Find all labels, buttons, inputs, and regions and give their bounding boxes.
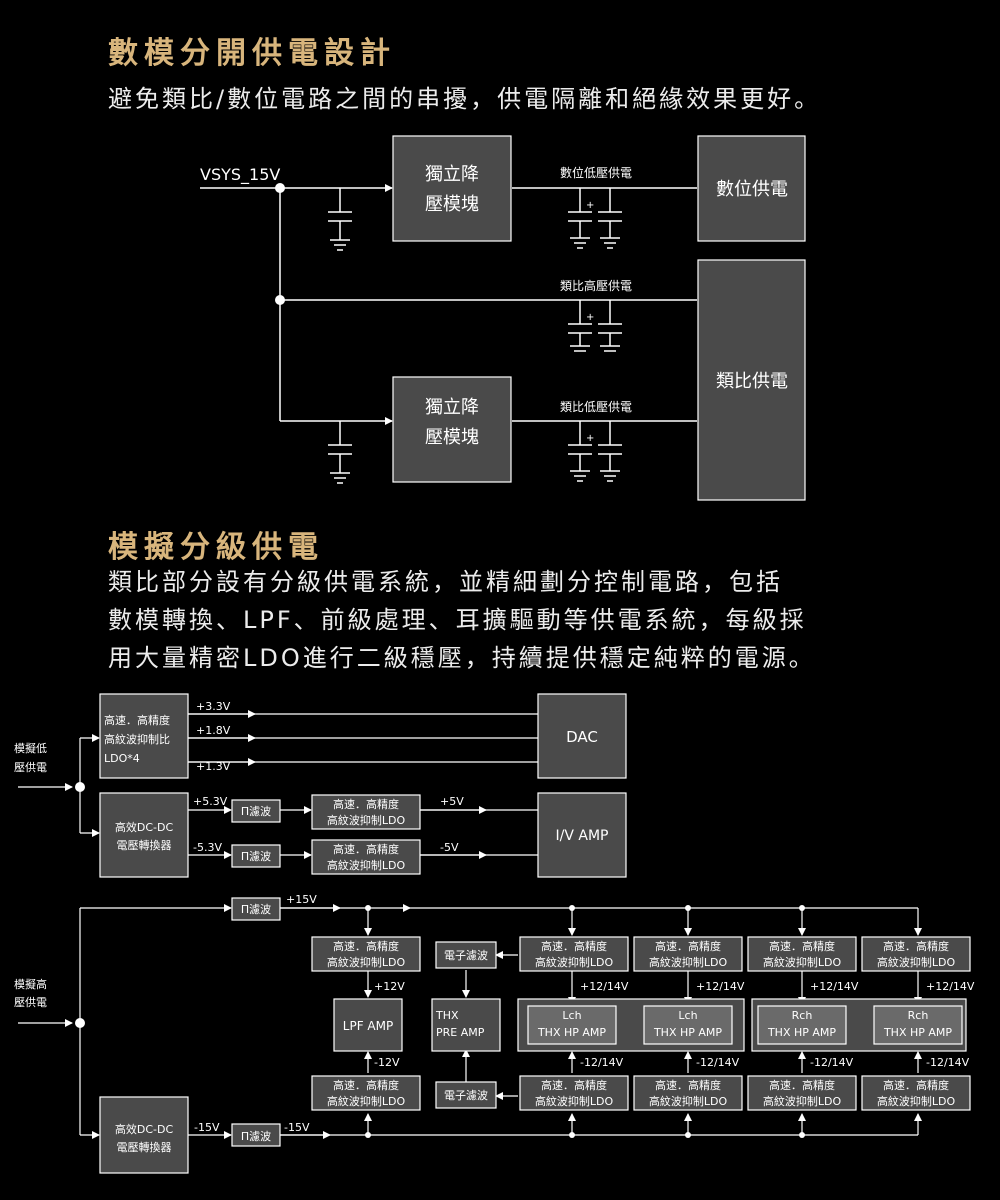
e-filter-top: 電子濾波 bbox=[444, 948, 488, 962]
pi-filter-3: Π濾波 bbox=[241, 902, 271, 916]
e-filter-bottom: 電子濾波 bbox=[444, 1088, 488, 1102]
ldo-bot-2-line1: 高速．高精度 bbox=[655, 1078, 721, 1092]
analog-supply-box: 類比供電 bbox=[716, 371, 788, 392]
ldo-p12-line2: 高紋波抑制LDO bbox=[327, 955, 406, 969]
v12p-label: +12V bbox=[374, 980, 405, 993]
ldo-top-3-line2: 高紋波抑制LDO bbox=[763, 955, 842, 969]
low-voltage-input-label-2: 壓供電 bbox=[14, 760, 47, 774]
ldo-top-4-line1: 高速．高精度 bbox=[883, 939, 949, 953]
hp-amp-1-ch: Lch bbox=[562, 1009, 581, 1022]
v1214n-label-2: -12/14V bbox=[696, 1056, 740, 1069]
v53n-label: -5.3V bbox=[193, 841, 222, 854]
v15n-label: -15V bbox=[194, 1121, 220, 1134]
ldo-top-3-line1: 高速．高精度 bbox=[769, 939, 835, 953]
dcdc-bottom-line1: 高效DC-DC bbox=[115, 1122, 174, 1136]
section1-description: 避免類比/數位電路之間的串擾，供電隔離和絕緣效果更好。 bbox=[108, 85, 822, 113]
ldo-top-1-line1: 高速．高精度 bbox=[541, 939, 607, 953]
pi-filter-1: Π濾波 bbox=[241, 804, 271, 818]
v15n-label-2: -15V bbox=[284, 1121, 310, 1134]
lpf-amp-box: LPF AMP bbox=[343, 1019, 393, 1033]
hp-amp-2-ch: Lch bbox=[678, 1009, 697, 1022]
ldo4-line3: LDO*4 bbox=[104, 752, 140, 765]
ldo-top-2-line2: 高紋波抑制LDO bbox=[649, 955, 728, 969]
section2-desc-line3: 用大量精密LDO進行二級穩壓，持續提供穩定純粹的電源。 bbox=[108, 644, 816, 672]
v1214p-label-1: +12/14V bbox=[580, 980, 629, 993]
svg-text:+: + bbox=[586, 312, 594, 323]
dcdc-bottom-line2: 電壓轉換器 bbox=[117, 1141, 172, 1154]
digital-low-label: 數位低壓供電 bbox=[560, 165, 632, 180]
tiered-power-diagram: 模擬低 壓供電 模擬高 壓供電 高速．高精度 高紋波抑制比 LDO*4 +3.3… bbox=[14, 693, 975, 1174]
hp-amp-3-ch: Rch bbox=[792, 1009, 813, 1022]
ldo-bot-1-line2: 高紋波抑制LDO bbox=[535, 1094, 614, 1108]
v1214p-label-2: +12/14V bbox=[696, 980, 745, 993]
hp-amp-2-label: THX HP AMP bbox=[653, 1026, 722, 1039]
v1214n-label-1: -12/14V bbox=[580, 1056, 624, 1069]
v33-label: +3.3V bbox=[196, 700, 231, 713]
v18-label: +1.8V bbox=[196, 724, 231, 737]
section2-desc-line2: 數模轉換、LPF、前級處理、耳擴驅動等供電系統，每級採 bbox=[108, 606, 807, 634]
dcdc-top-line1: 高效DC-DC bbox=[115, 820, 174, 834]
ldo-bot-3-line2: 高紋波抑制LDO bbox=[763, 1094, 842, 1108]
thx-pre-line1: THX bbox=[435, 1009, 459, 1022]
v1214n-label-3: -12/14V bbox=[810, 1056, 854, 1069]
hp-amp-3-label: THX HP AMP bbox=[767, 1026, 836, 1039]
ldo-n5-line2: 高紋波抑制LDO bbox=[327, 858, 406, 872]
analog-low-label: 類比低壓供電 bbox=[560, 400, 632, 414]
ldo-bot-3-line1: 高速．高精度 bbox=[769, 1078, 835, 1092]
ldo4-line2: 高紋波抑制比 bbox=[104, 732, 170, 746]
v5n-label: -5V bbox=[440, 841, 459, 854]
v1214p-label-3: +12/14V bbox=[810, 980, 859, 993]
dcdc-top-line2: 電壓轉換器 bbox=[117, 839, 172, 852]
high-voltage-input-label-2: 壓供電 bbox=[14, 995, 47, 1009]
section2-desc-line1: 類比部分設有分級供電系統，並精細劃分控制電路，包括 bbox=[108, 568, 783, 596]
analog-high-label: 類比高壓供電 bbox=[560, 278, 632, 293]
module-top-line2: 壓模塊 bbox=[425, 194, 479, 215]
ldo-p5-line2: 高紋波抑制LDO bbox=[327, 813, 406, 827]
ldo-bot-4-line2: 高紋波抑制LDO bbox=[877, 1094, 956, 1108]
ldo-top-1-line2: 高紋波抑制LDO bbox=[535, 955, 614, 969]
hp-amp-1-label: THX HP AMP bbox=[537, 1026, 606, 1039]
module-bottom-line1: 獨立降 bbox=[425, 397, 479, 418]
v12n-label: -12V bbox=[374, 1056, 400, 1069]
iv-amp-box: I/V AMP bbox=[556, 828, 609, 844]
digital-supply-box: 數位供電 bbox=[716, 179, 788, 200]
high-voltage-input-label-1: 模擬高 bbox=[14, 977, 47, 991]
ldo-n5-line1: 高速．高精度 bbox=[333, 842, 399, 856]
dac-box: DAC bbox=[566, 728, 598, 746]
ldo-n12-line1: 高速．高精度 bbox=[333, 1078, 399, 1092]
v13-label: +1.3V bbox=[196, 760, 231, 773]
v1214n-label-4: -12/14V bbox=[926, 1056, 970, 1069]
ldo-top-2-line1: 高速．高精度 bbox=[655, 939, 721, 953]
svg-text:+: + bbox=[586, 200, 594, 211]
vsys-input-label: VSYS_15V bbox=[200, 165, 280, 185]
low-voltage-input-label-1: 模擬低 bbox=[14, 741, 47, 755]
section2-title: 模擬分級供電 bbox=[108, 530, 324, 565]
hp-amp-4-ch: Rch bbox=[908, 1009, 929, 1022]
thx-pre-line2: PRE AMP bbox=[436, 1026, 485, 1039]
module-bottom-line2: 壓模塊 bbox=[425, 427, 479, 448]
ldo-bot-1-line1: 高速．高精度 bbox=[541, 1078, 607, 1092]
pi-filter-4: Π濾波 bbox=[241, 1129, 271, 1143]
ldo4-line1: 高速．高精度 bbox=[104, 713, 170, 727]
power-separation-diagram: + + + VSYS_15V 獨立降 壓模塊 獨立降 壓模塊 數位低壓供電 類比… bbox=[200, 135, 806, 501]
ldo-top-4-line2: 高紋波抑制LDO bbox=[877, 955, 956, 969]
v1214p-label-4: +12/14V bbox=[926, 980, 975, 993]
ldo-bot-4-line1: 高速．高精度 bbox=[883, 1078, 949, 1092]
v5p-label: +5V bbox=[440, 795, 464, 808]
ldo-n12-line2: 高紋波抑制LDO bbox=[327, 1094, 406, 1108]
v53p-label: +5.3V bbox=[193, 795, 228, 808]
module-top-line1: 獨立降 bbox=[425, 164, 479, 185]
ldo-p5-line1: 高速．高精度 bbox=[333, 797, 399, 811]
ldo-bot-2-line2: 高紋波抑制LDO bbox=[649, 1094, 728, 1108]
pi-filter-2: Π濾波 bbox=[241, 849, 271, 863]
hp-amp-4-label: THX HP AMP bbox=[883, 1026, 952, 1039]
v15p-label: +15V bbox=[286, 893, 317, 906]
ldo-p12-line1: 高速．高精度 bbox=[333, 939, 399, 953]
section1-title: 數模分開供電設計 bbox=[108, 36, 396, 71]
svg-text:+: + bbox=[586, 433, 594, 444]
